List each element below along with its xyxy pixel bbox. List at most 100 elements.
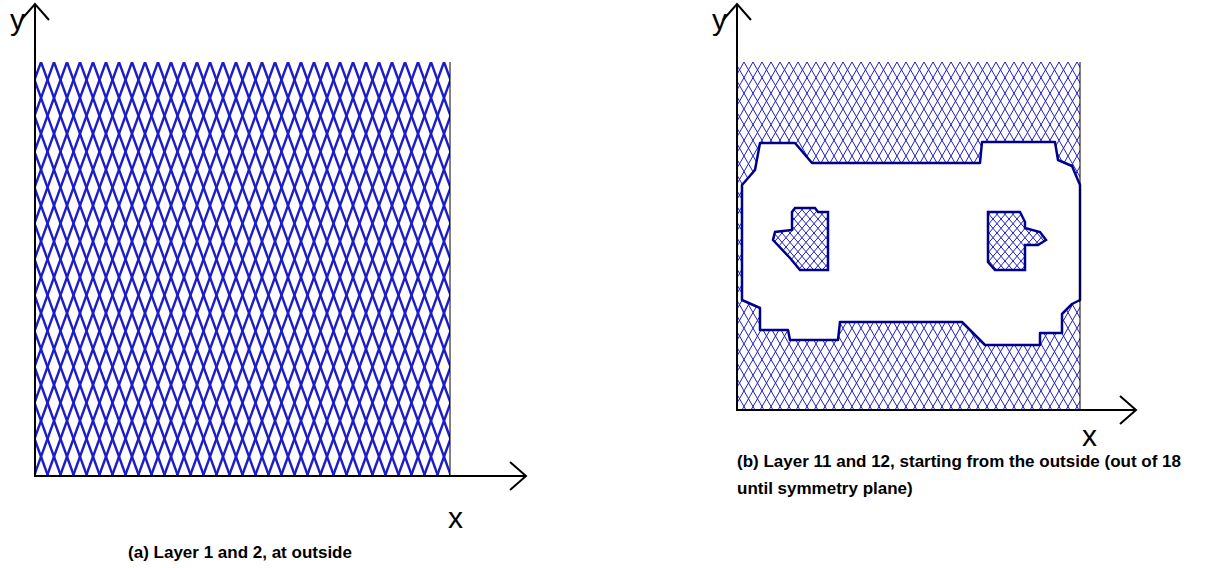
- fibre-line: [674, 205, 734, 275]
- fibre-line: [925, 205, 985, 275]
- fibre-line: [734, 205, 794, 275]
- fibre-line: [666, 205, 726, 275]
- fibre-line: [921, 205, 981, 275]
- fibre-line: [834, 205, 894, 275]
- fibre-line: [1093, 205, 1153, 275]
- fibre-line: [320, 62, 450, 476]
- fibre-line: [1045, 205, 1105, 275]
- fibre-line: [949, 205, 1009, 275]
- fibre-line: [1009, 205, 1069, 275]
- fibre-line: [905, 205, 965, 275]
- fibre-line: [913, 205, 973, 275]
- fibre-line: [969, 205, 1029, 275]
- subfigure-caption: (b) Layer 11 and 12, starting from the o…: [737, 448, 1217, 502]
- axis-label: y: [10, 2, 40, 38]
- fibre-line: [889, 205, 949, 275]
- fibre-line: [405, 62, 450, 476]
- fibre-line: [1085, 205, 1145, 275]
- fibre-line: [894, 205, 954, 275]
- fibre-line: [838, 205, 898, 275]
- fibre-line: [997, 205, 1057, 275]
- fibre-line: [1041, 205, 1101, 275]
- fibre-line: [1049, 205, 1109, 275]
- fibre-line: [372, 62, 450, 476]
- fibre-line: [35, 62, 145, 476]
- fibre-line: [1001, 205, 1061, 275]
- island-outline: [988, 212, 1046, 270]
- fibre-line: [989, 205, 1049, 275]
- fibre-line: [726, 205, 786, 275]
- fibre-line: [846, 205, 906, 275]
- fibre-hatch: [737, 62, 1080, 410]
- fibre-hatch: [35, 62, 450, 476]
- fibre-line: [682, 205, 742, 275]
- fibre-line: [865, 205, 925, 275]
- fibre-line: [854, 205, 914, 275]
- fibre-line: [359, 62, 450, 476]
- axes: [21, 4, 1136, 490]
- fibre-line: [878, 205, 938, 275]
- fibre-line: [822, 205, 882, 275]
- fibre-line: [385, 62, 450, 476]
- fibre-line: [830, 205, 890, 275]
- fibre-line: [814, 205, 874, 275]
- fibre-line: [411, 62, 450, 476]
- fibre-line: [1033, 205, 1093, 275]
- fibre-line: [690, 205, 750, 275]
- fibre-line: [857, 205, 917, 275]
- fibre-line: [862, 205, 922, 275]
- fibre-line: [929, 205, 989, 275]
- fibre-line: [710, 205, 770, 275]
- cutout-region: [742, 142, 1080, 345]
- fibre-line: [1053, 205, 1113, 275]
- fibre-line: [754, 205, 814, 275]
- fibre-line: [1069, 205, 1129, 275]
- fibre-line: [650, 205, 710, 275]
- fibre-line: [437, 62, 450, 476]
- subfigure-caption: (a) Layer 1 and 2, at outside: [40, 543, 440, 563]
- fibre-line: [750, 205, 810, 275]
- island-hatch: [642, 205, 954, 275]
- fibre-line: [702, 205, 762, 275]
- fibre-line: [977, 205, 1037, 275]
- fibre-line: [1101, 205, 1161, 275]
- fibre-line: [1025, 205, 1085, 275]
- fibre-line: [658, 205, 718, 275]
- fibre-line: [35, 62, 119, 476]
- fibre-line: [758, 205, 818, 275]
- fibre-line: [35, 62, 74, 476]
- fibre-line: [35, 62, 165, 476]
- fibre-line: [985, 205, 1045, 275]
- fibre-line: [1117, 205, 1177, 275]
- fibre-line: [945, 205, 1005, 275]
- fibre-line: [953, 205, 1013, 275]
- fibre-line: [1057, 205, 1117, 275]
- fibre-line: [738, 205, 798, 275]
- fibre-line: [730, 205, 790, 275]
- fibre-line: [714, 205, 774, 275]
- fibre-line: [802, 205, 862, 275]
- fibre-line: [794, 205, 854, 275]
- fibre-line: [718, 205, 778, 275]
- axis-label: x: [1082, 418, 1112, 454]
- fibre-line: [933, 205, 993, 275]
- fibre-line: [1005, 205, 1065, 275]
- island-hatch: [857, 205, 1177, 275]
- fibre-line: [424, 62, 450, 476]
- fibre-line: [790, 205, 850, 275]
- fibre-line: [826, 205, 886, 275]
- fibre-line: [398, 62, 450, 476]
- fibre-line: [941, 205, 1001, 275]
- fibre-line: [886, 205, 946, 275]
- fibre-line: [35, 62, 67, 476]
- fibre-line: [806, 205, 866, 275]
- fibre-line: [897, 205, 957, 275]
- fibre-line: [870, 205, 930, 275]
- fibre-line: [917, 205, 977, 275]
- fibre-line: [965, 205, 1025, 275]
- fibre-line: [873, 205, 933, 275]
- fibre-line: [770, 205, 830, 275]
- fibre-line: [810, 205, 870, 275]
- fibre-line: [698, 205, 758, 275]
